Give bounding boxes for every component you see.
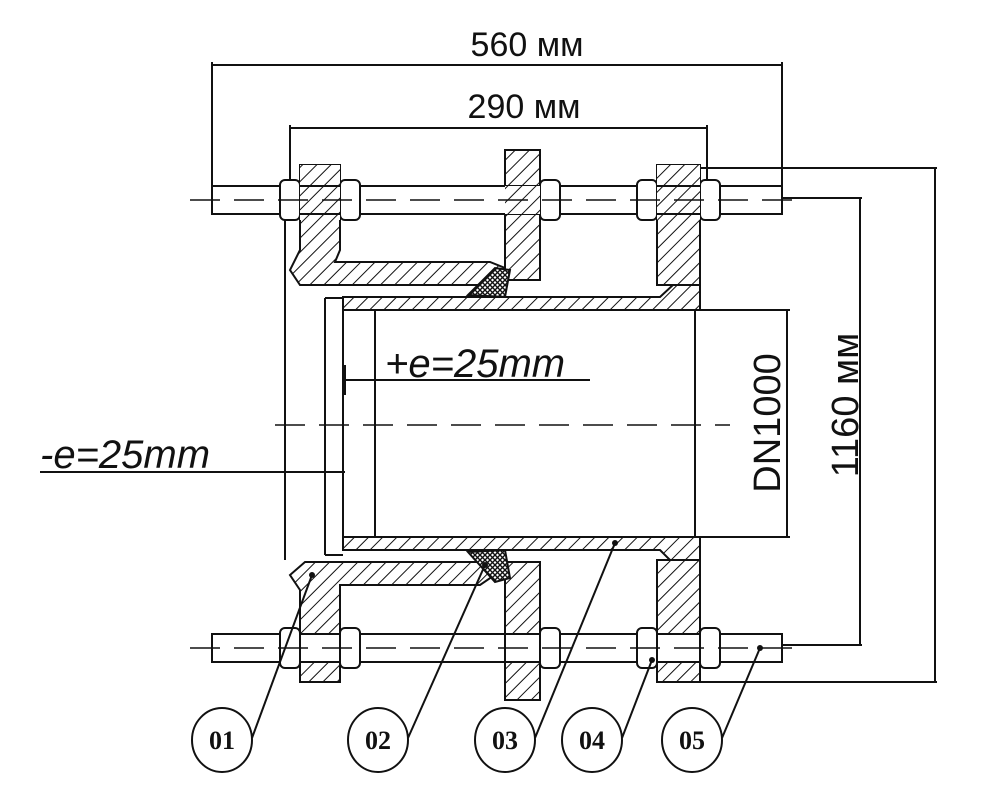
callout-01-label: 01 xyxy=(209,726,235,755)
callout-02 xyxy=(347,707,409,773)
minus-eccentricity-label: -e=25mm xyxy=(40,433,210,477)
dimension-560 xyxy=(211,62,783,200)
callout-05 xyxy=(661,707,723,773)
dimension-1160-label: 1160 мм xyxy=(825,333,867,478)
callout-02-label: 02 xyxy=(365,726,391,755)
callout-01 xyxy=(191,707,253,773)
callout-03 xyxy=(474,707,536,773)
dn-label: DN1000 xyxy=(747,353,789,492)
sleeve-flange-01 xyxy=(288,164,508,683)
callout-05-label: 05 xyxy=(679,726,705,755)
dimension-290-label: 290 мм xyxy=(468,88,581,126)
callout-04 xyxy=(561,707,623,773)
dimension-560-label: 560 мм xyxy=(471,26,584,64)
callout-04-label: 04 xyxy=(579,726,605,755)
tie-rod-top xyxy=(211,165,783,221)
dimension-290 xyxy=(289,125,708,185)
seal-ring-02 xyxy=(465,266,512,584)
plus-eccentricity-label: +e=25mm xyxy=(385,342,565,386)
pipe-flange xyxy=(656,164,701,683)
callout-03-label: 03 xyxy=(492,726,518,755)
